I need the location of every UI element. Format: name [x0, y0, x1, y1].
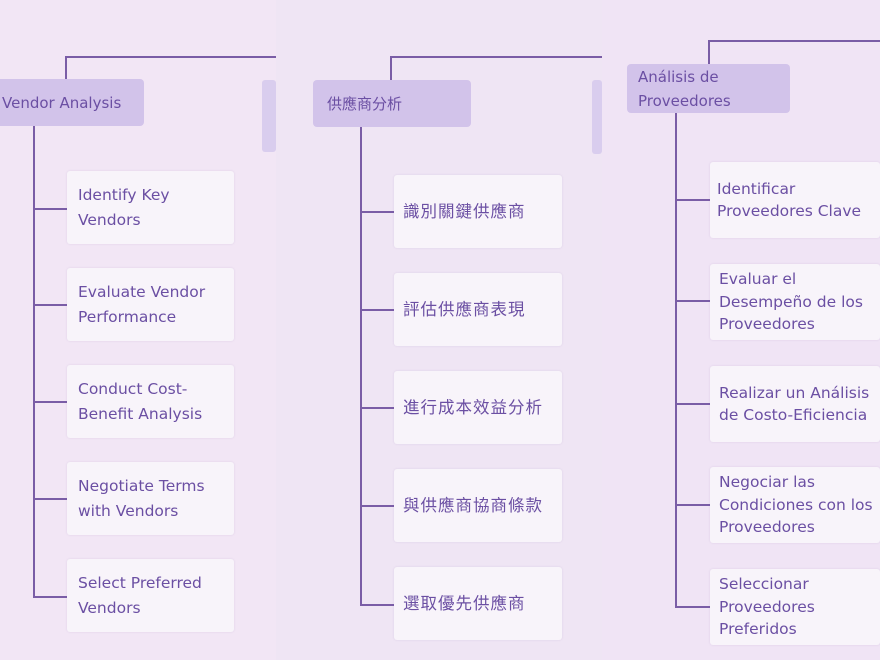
branch-connector: [360, 211, 394, 213]
branch-connector: [33, 401, 67, 403]
child-node-label: Select Preferred Vendors: [78, 573, 202, 617]
connector: [390, 56, 392, 80]
trunk-connector: [675, 113, 677, 607]
child-node-label: Identify Key Vendors: [78, 185, 170, 229]
child-node-label: Seleccionar Proveedores Preferidos: [719, 575, 815, 639]
branch-connector: [675, 403, 710, 405]
child-node[interactable]: Evaluate Vendor Performance: [67, 268, 234, 341]
panel-english: Vendor Analysis Identify Key Vendors Eva…: [0, 0, 276, 660]
trunk-connector: [33, 126, 35, 597]
connector: [65, 56, 276, 58]
child-node[interactable]: Realizar un Análisis de Costo-Eficiencia: [710, 366, 880, 442]
panel-spanish: Análisis de Proveedores Identificar Prov…: [602, 0, 880, 660]
root-node-label: 供應商分析: [327, 94, 403, 113]
child-node-label: 識別關鍵供應商: [403, 202, 526, 221]
child-node-label: 選取優先供應商: [403, 594, 526, 613]
child-node-label: Negotiate Terms with Vendors: [78, 476, 205, 520]
connector: [708, 40, 710, 65]
child-node-label: Negociar las Condiciones con los Proveed…: [719, 473, 873, 537]
child-node[interactable]: Conduct Cost-Benefit Analysis: [67, 365, 234, 438]
child-node[interactable]: Select Preferred Vendors: [67, 559, 234, 632]
branch-connector: [33, 304, 67, 306]
child-node[interactable]: Identify Key Vendors: [67, 171, 234, 244]
branch-connector: [360, 505, 394, 507]
root-node[interactable]: 供應商分析: [313, 80, 471, 127]
root-node[interactable]: Vendor Analysis: [0, 79, 144, 126]
child-node[interactable]: Negociar las Condiciones con los Proveed…: [710, 467, 880, 543]
child-node[interactable]: 評估供應商表現: [394, 273, 562, 346]
child-node[interactable]: 識別關鍵供應商: [394, 175, 562, 248]
child-node[interactable]: 選取優先供應商: [394, 567, 562, 640]
child-node-label: 與供應商協商條款: [403, 496, 543, 515]
child-node[interactable]: Identificar Proveedores Clave: [710, 162, 880, 238]
connector: [390, 56, 602, 58]
child-node-label: Realizar un Análisis de Costo-Eficiencia: [719, 383, 870, 425]
child-node[interactable]: Seleccionar Proveedores Preferidos: [710, 569, 880, 645]
panel-chinese: 供應商分析 識別關鍵供應商 評估供應商表現 進行成本效益分析 與供應商協商條款 …: [276, 0, 602, 660]
child-node-label: Evaluate Vendor Performance: [78, 282, 206, 326]
child-node[interactable]: 進行成本效益分析: [394, 371, 562, 444]
child-node-label: 進行成本效益分析: [403, 398, 543, 417]
child-node-label: Evaluar el Desempeño de los Proveedores: [719, 270, 863, 334]
branch-connector: [33, 498, 67, 500]
offscreen-node: [592, 80, 602, 154]
child-node[interactable]: Evaluar el Desempeño de los Proveedores: [710, 264, 880, 340]
connector: [708, 40, 880, 42]
branch-connector: [675, 300, 710, 302]
branch-connector: [360, 309, 394, 311]
child-node[interactable]: 與供應商協商條款: [394, 469, 562, 542]
branch-connector: [360, 407, 394, 409]
branch-connector: [33, 596, 67, 598]
root-node-label: Vendor Analysis: [2, 93, 122, 112]
child-node-label: Identificar Proveedores Clave: [717, 179, 862, 221]
branch-connector: [33, 208, 67, 210]
branch-connector: [675, 606, 710, 608]
offscreen-node: [262, 80, 276, 152]
branch-connector: [675, 504, 710, 506]
root-node-label: Análisis de Proveedores: [638, 67, 731, 110]
root-node[interactable]: Análisis de Proveedores: [627, 64, 790, 113]
child-node-label: 評估供應商表現: [403, 300, 526, 319]
trunk-connector: [360, 127, 362, 605]
branch-connector: [675, 199, 710, 201]
child-node-label: Conduct Cost-Benefit Analysis: [78, 379, 203, 423]
branch-connector: [360, 604, 394, 606]
connector: [65, 56, 67, 80]
child-node[interactable]: Negotiate Terms with Vendors: [67, 462, 234, 535]
